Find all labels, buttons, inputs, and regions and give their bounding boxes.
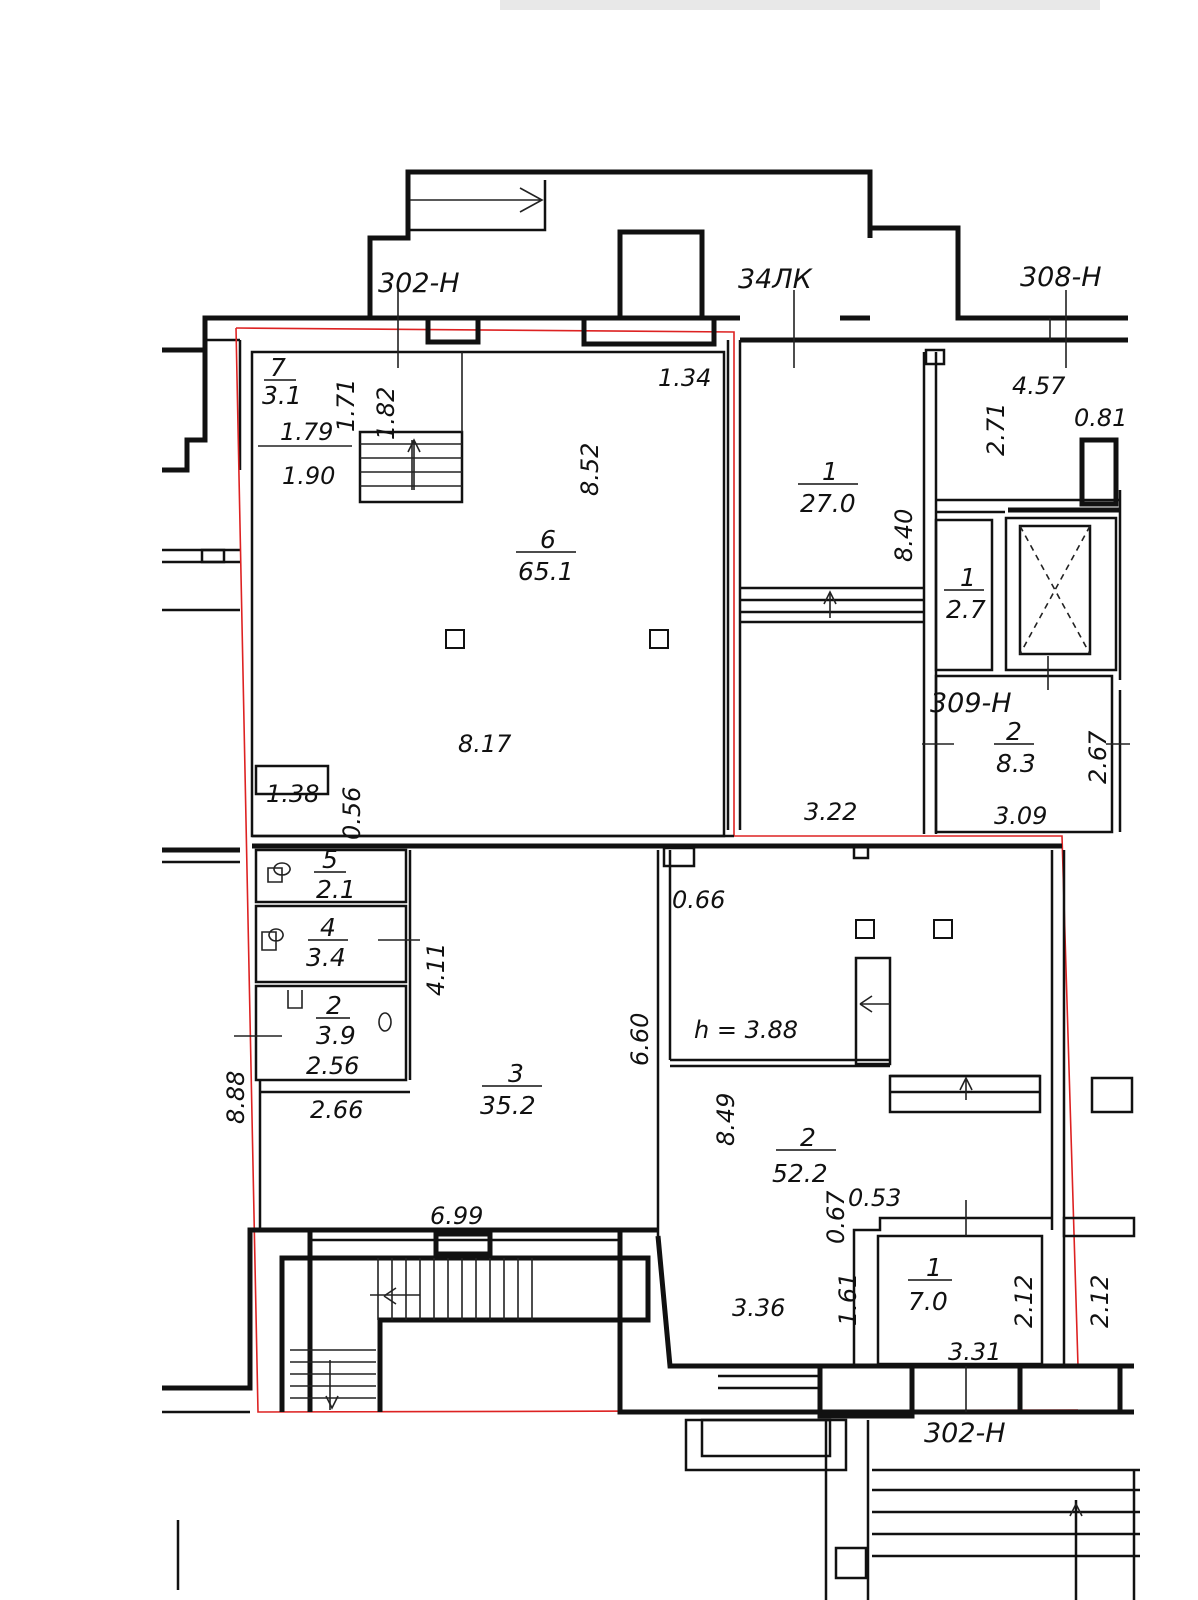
svg-text:2.1: 2.1 bbox=[316, 875, 356, 904]
svg-text:3.22: 3.22 bbox=[804, 798, 857, 826]
tag-309n: 309-Н bbox=[930, 688, 1012, 719]
stair-top bbox=[358, 315, 717, 504]
svg-text:65.1: 65.1 bbox=[518, 557, 574, 586]
svg-text:3.4: 3.4 bbox=[306, 943, 346, 972]
svg-text:1.79: 1.79 bbox=[280, 418, 333, 446]
svg-text:0.56: 0.56 bbox=[338, 787, 366, 840]
tag-34lk: 34ЛК bbox=[738, 264, 814, 295]
svg-text:1: 1 bbox=[822, 457, 838, 486]
svg-text:8.52: 8.52 bbox=[576, 443, 604, 496]
svg-text:5: 5 bbox=[322, 845, 338, 874]
svg-text:6.99: 6.99 bbox=[430, 1202, 483, 1230]
svg-text:0.53: 0.53 bbox=[848, 1184, 901, 1212]
svg-text:7.0: 7.0 bbox=[908, 1287, 948, 1316]
svg-text:3.9: 3.9 bbox=[316, 1021, 356, 1050]
svg-text:2.7: 2.7 bbox=[946, 595, 986, 624]
room-6: 6 65.1 bbox=[516, 525, 576, 586]
svg-text:3.1: 3.1 bbox=[262, 381, 302, 410]
svg-text:2.66: 2.66 bbox=[310, 1096, 363, 1124]
room-1-small: 1 2.7 bbox=[944, 563, 986, 624]
dimensions: 1.71 1.82 1.79 1.90 1.34 8.52 8.17 1.38 … bbox=[222, 364, 1127, 1366]
room-5: 5 2.1 bbox=[314, 845, 356, 904]
svg-text:3.36: 3.36 bbox=[732, 1294, 785, 1322]
svg-text:2: 2 bbox=[1006, 717, 1022, 746]
svg-text:0.67: 0.67 bbox=[822, 1190, 850, 1244]
room-2-big: 2 52.2 bbox=[772, 1123, 836, 1188]
svg-text:8.17: 8.17 bbox=[458, 730, 512, 758]
room-7: 7 3.1 bbox=[262, 353, 302, 410]
room-2-right: 2 8.3 bbox=[994, 717, 1036, 778]
tag-302n-top: 302-Н bbox=[378, 268, 460, 299]
svg-text:1: 1 bbox=[926, 1253, 942, 1282]
svg-text:52.2: 52.2 bbox=[772, 1159, 828, 1188]
svg-text:3.09: 3.09 bbox=[994, 802, 1047, 830]
svg-text:8.49: 8.49 bbox=[712, 1093, 740, 1146]
svg-text:h = 3.88: h = 3.88 bbox=[694, 1016, 798, 1044]
room-1-top: 1 27.0 bbox=[798, 457, 858, 518]
svg-text:2: 2 bbox=[326, 991, 342, 1020]
svg-text:2.12: 2.12 bbox=[1010, 1275, 1038, 1328]
svg-text:2.67: 2.67 bbox=[1084, 730, 1112, 784]
svg-text:8.40: 8.40 bbox=[890, 509, 918, 562]
svg-text:3: 3 bbox=[508, 1059, 524, 1088]
svg-text:1.90: 1.90 bbox=[282, 462, 335, 490]
svg-text:4.57: 4.57 bbox=[1012, 372, 1066, 400]
svg-text:2.56: 2.56 bbox=[306, 1052, 359, 1080]
svg-text:35.2: 35.2 bbox=[480, 1091, 536, 1120]
svg-text:2.71: 2.71 bbox=[982, 403, 1010, 456]
svg-text:3.31: 3.31 bbox=[948, 1338, 1001, 1366]
svg-text:1.82: 1.82 bbox=[372, 387, 400, 440]
svg-text:8.88: 8.88 bbox=[222, 1071, 250, 1124]
door-arrows bbox=[325, 187, 1083, 1517]
svg-text:0.81: 0.81 bbox=[1074, 404, 1127, 432]
svg-text:6: 6 bbox=[540, 525, 556, 554]
svg-text:7: 7 bbox=[270, 353, 286, 382]
column bbox=[649, 629, 669, 649]
svg-text:27.0: 27.0 bbox=[800, 489, 856, 518]
stair-bottom bbox=[290, 1258, 533, 1410]
room-4: 4 3.4 bbox=[306, 913, 348, 972]
column bbox=[933, 919, 953, 939]
svg-text:4: 4 bbox=[320, 913, 336, 942]
tag-308n: 308-Н bbox=[1020, 262, 1102, 293]
svg-text:6.60: 6.60 bbox=[626, 1013, 654, 1066]
svg-text:4.11: 4.11 bbox=[422, 943, 450, 996]
svg-text:2.12: 2.12 bbox=[1086, 1275, 1114, 1328]
room-1-bottom: 1 7.0 bbox=[908, 1253, 952, 1316]
svg-text:0.66: 0.66 bbox=[672, 886, 725, 914]
room-2-wc: 2 3.9 bbox=[316, 991, 356, 1050]
column bbox=[445, 629, 465, 649]
svg-text:1.61: 1.61 bbox=[834, 1273, 862, 1326]
svg-text:8.3: 8.3 bbox=[996, 749, 1036, 778]
svg-text:1: 1 bbox=[960, 563, 976, 592]
svg-text:1.34: 1.34 bbox=[658, 364, 711, 392]
svg-text:2: 2 bbox=[800, 1123, 816, 1152]
column bbox=[855, 919, 875, 939]
scan-shadow bbox=[500, 0, 1100, 10]
svg-text:1.38: 1.38 bbox=[266, 780, 319, 808]
walls bbox=[162, 169, 1140, 1600]
svg-text:1.71: 1.71 bbox=[332, 379, 360, 432]
tag-302n-bottom: 302-Н bbox=[924, 1418, 1006, 1449]
room-3: 3 35.2 bbox=[480, 1059, 542, 1120]
